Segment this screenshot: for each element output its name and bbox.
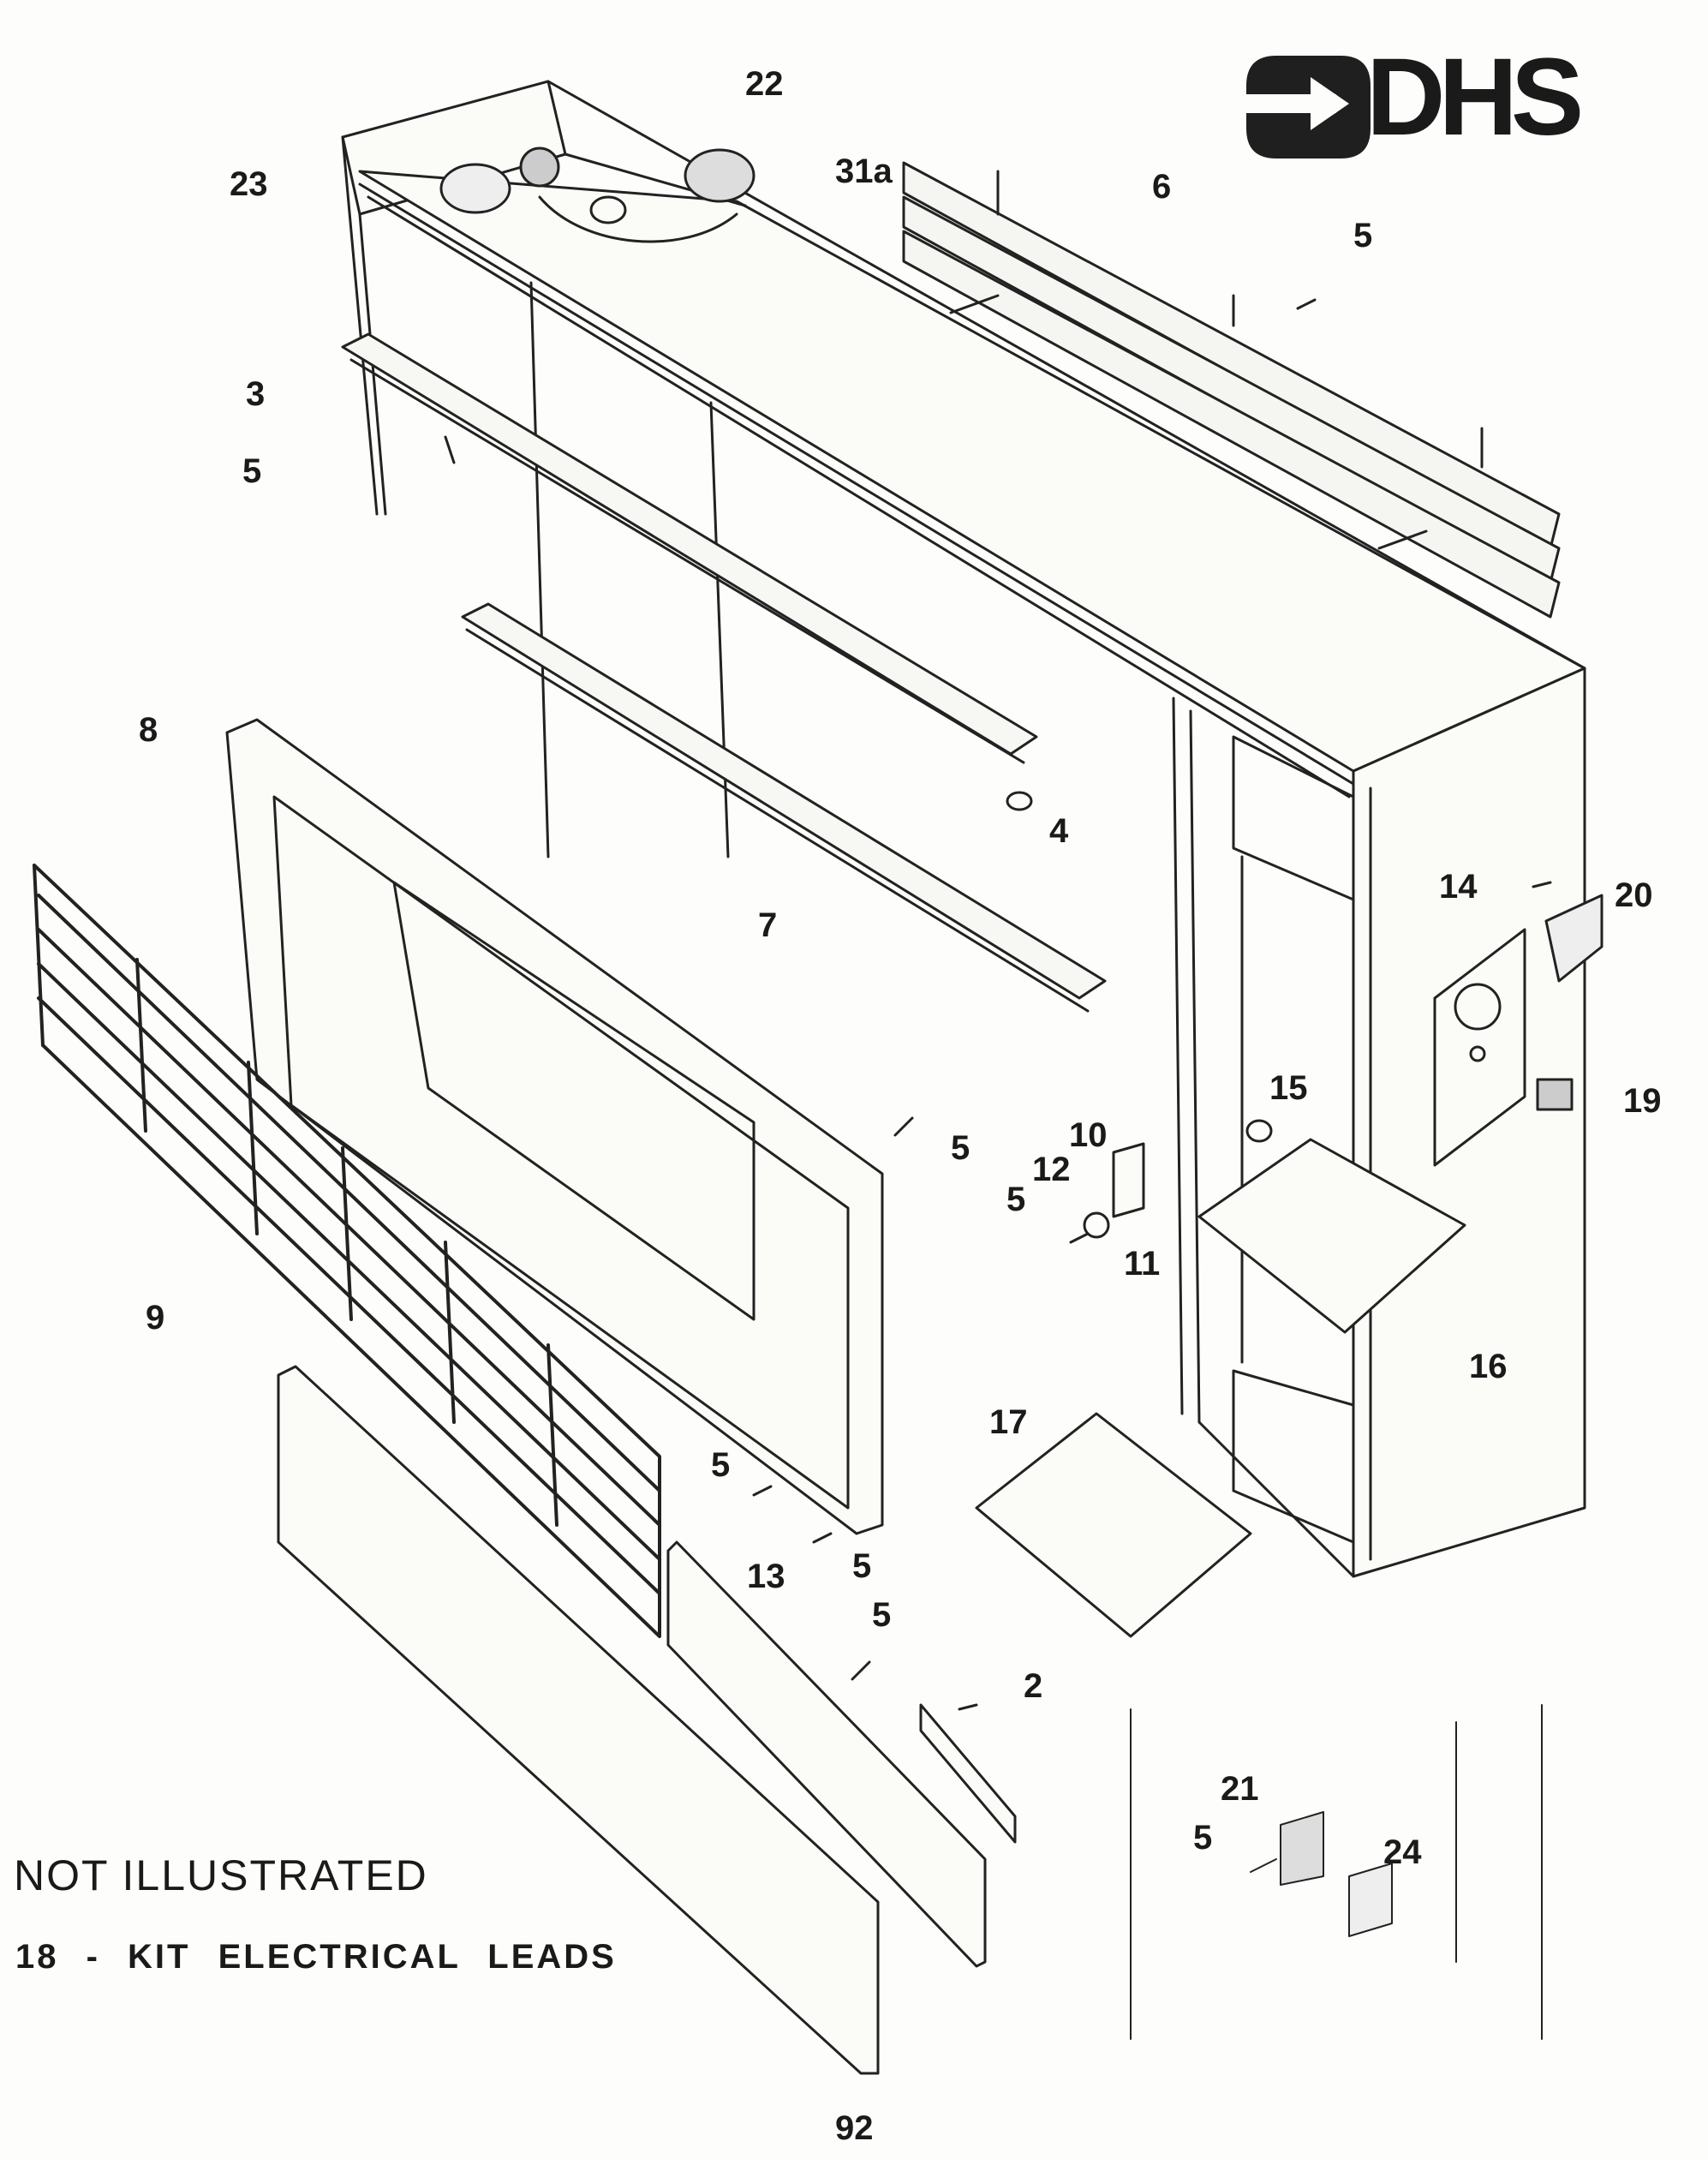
plate-16 [1197, 1138, 1466, 1334]
callout-5-mid2: 5 [1006, 1181, 1026, 1218]
plate-17 [975, 1412, 1252, 1638]
brand-logo-text: DHS [1366, 36, 1584, 158]
callout-5-low2: 5 [852, 1547, 872, 1585]
upper-rail-3 [341, 332, 1038, 764]
arrow-mark-icon [1233, 56, 1371, 158]
flue-fittings [439, 147, 755, 243]
callout-19: 19 [1623, 1082, 1662, 1120]
callout-6: 6 [1152, 168, 1172, 206]
bottom-trim-13 [666, 1540, 987, 1968]
callout-5-left: 5 [242, 452, 262, 490]
callout-13: 13 [747, 1558, 785, 1595]
grille-9 [33, 864, 661, 1638]
callout-21: 21 [1221, 1770, 1259, 1808]
callout-16: 16 [1469, 1348, 1508, 1385]
callout-23: 23 [230, 165, 268, 203]
inset-detail [1130, 1704, 1543, 2040]
lower-panel [277, 1365, 880, 2075]
not-illustrated-item: 18 - KIT ELECTRICAL LEADS [15, 1938, 617, 1976]
callout-8: 8 [139, 711, 158, 749]
front-frame-8 [225, 718, 884, 1535]
callout-11: 11 [1124, 1245, 1161, 1283]
plate-2 [919, 1703, 1017, 1844]
callout-9: 9 [146, 1299, 165, 1337]
callout-5-top: 5 [1353, 217, 1373, 254]
callout-14: 14 [1439, 868, 1478, 906]
callout-5-mid: 5 [951, 1129, 970, 1167]
switch-19 [1536, 1078, 1574, 1111]
callout-31a: 31a [835, 153, 893, 190]
callout-7: 7 [758, 906, 778, 944]
bracket-10 [1112, 1142, 1145, 1218]
cabinet-casing [341, 80, 1586, 1578]
page-number: 92 [835, 2109, 874, 2147]
callout-12: 12 [1032, 1151, 1071, 1188]
callout-15: 15 [1269, 1069, 1308, 1107]
angle-rail-7 [461, 602, 1107, 1013]
grommet-15 [1245, 1119, 1273, 1143]
washer-12 [1083, 1211, 1110, 1239]
callout-3: 3 [246, 375, 266, 413]
callout-20: 20 [1615, 876, 1653, 914]
bracket-20 [1544, 894, 1603, 983]
callout-10: 10 [1069, 1116, 1108, 1154]
callout-2: 2 [1024, 1667, 1043, 1705]
callout-24: 24 [1383, 1833, 1422, 1871]
callout-5-inset: 5 [1193, 1819, 1213, 1857]
not-illustrated-heading: NOT ILLUSTRATED [14, 1851, 428, 1899]
screws [444, 298, 1552, 1711]
callout-17: 17 [989, 1403, 1028, 1441]
control-plate-14 [1433, 928, 1526, 1167]
callout-22: 22 [745, 65, 784, 103]
rear-rails [902, 161, 1561, 619]
callout-4: 4 [1049, 812, 1069, 850]
callout-5-low1: 5 [711, 1446, 731, 1484]
callout-5-low3: 5 [872, 1596, 892, 1634]
